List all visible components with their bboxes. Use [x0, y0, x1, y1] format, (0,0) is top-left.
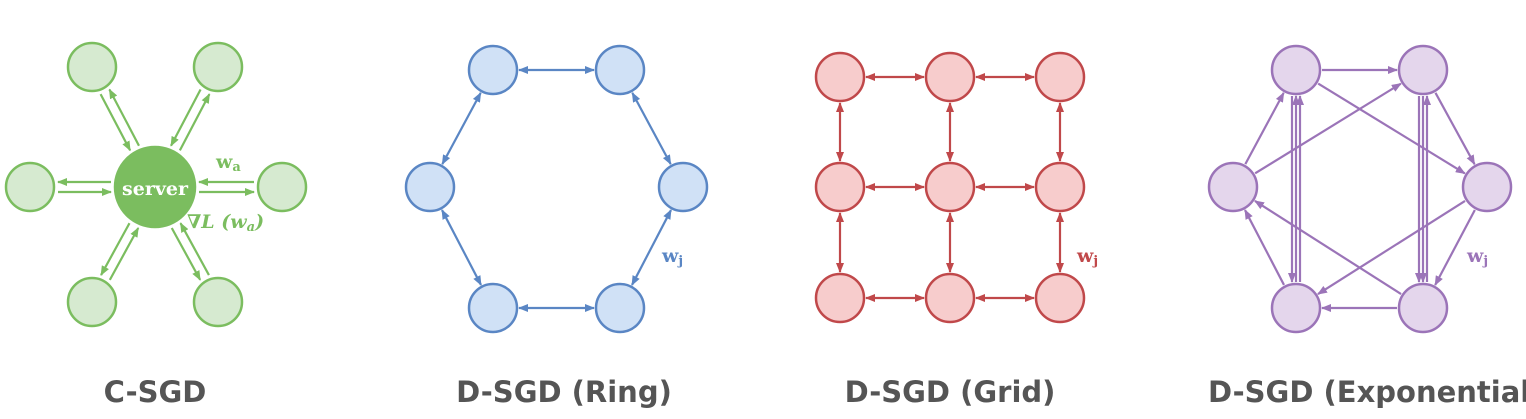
c-sgd-worker-node [66, 41, 118, 93]
c-sgd-worker-node [66, 276, 118, 328]
c-sgd-upload-arrow [170, 88, 202, 147]
grid-weight-label: wj [1076, 245, 1098, 269]
c-sgd-upload-arrow [179, 222, 210, 276]
c-sgd-upload-arrow [108, 227, 140, 281]
c-sgd-diagram [4, 41, 308, 328]
ring-edge [441, 92, 482, 165]
exponential-node [1270, 44, 1322, 96]
grid-node [1034, 161, 1086, 213]
grid-node [924, 272, 976, 324]
ring-edge [631, 209, 672, 286]
c-sgd-worker-node [256, 161, 308, 213]
c-sgd-upload-arrow [99, 93, 132, 152]
exponential-node [1207, 161, 1259, 213]
exponential-diagram [1207, 44, 1513, 334]
ring-node [467, 282, 519, 334]
exponential-node [1270, 282, 1322, 334]
exponential-edge [1254, 82, 1402, 175]
exponential-caption: D-SGD (Exponential) [1208, 375, 1526, 409]
grid-node [814, 161, 866, 213]
topology-diagram: server wa ∇L (wa) wj wj wj [4, 41, 1513, 334]
grid-node [1034, 272, 1086, 324]
ring-weight-label: wj [661, 245, 683, 269]
exponential-edge [1317, 199, 1466, 296]
ring-node [594, 44, 646, 96]
ring-edge [441, 209, 482, 286]
ring-diagram [404, 44, 709, 334]
server-node [113, 145, 197, 229]
c-sgd-gradient-label: ∇L (wa) [187, 211, 264, 235]
ring-node [467, 44, 519, 96]
ring-edge [631, 92, 672, 165]
grid-diagram [814, 51, 1086, 324]
exponential-edge [1244, 92, 1285, 165]
ring-node [594, 282, 646, 334]
c-sgd-weight-label: wa [215, 151, 241, 175]
c-sgd-download-arrow [170, 227, 202, 281]
grid-node [814, 272, 866, 324]
ring-node [657, 161, 709, 213]
server-label: server [122, 178, 189, 200]
c-sgd-worker-node [192, 41, 244, 93]
exponential-edge [1434, 209, 1476, 286]
grid-caption: D-SGD (Grid) [844, 375, 1056, 409]
exponential-edge [1434, 92, 1476, 166]
c-sgd-worker-node [4, 161, 56, 213]
exponential-weight-label: wj [1466, 245, 1488, 269]
exponential-edge [1317, 82, 1466, 175]
c-sgd-download-arrow [108, 88, 140, 147]
ring-node [404, 161, 456, 213]
exponential-edge [1254, 200, 1402, 295]
exponential-edge [1244, 209, 1285, 286]
c-sgd-download-arrow [178, 93, 211, 151]
c-sgd-caption: C-SGD [103, 375, 207, 409]
exponential-node [1397, 44, 1449, 96]
exponential-node [1461, 161, 1513, 213]
c-sgd-download-arrow [100, 222, 131, 276]
grid-node [814, 51, 866, 103]
ring-caption: D-SGD (Ring) [456, 375, 672, 409]
c-sgd-worker-node [192, 276, 244, 328]
grid-node [1034, 51, 1086, 103]
grid-node [924, 161, 976, 213]
grid-node [924, 51, 976, 103]
exponential-node [1397, 282, 1449, 334]
